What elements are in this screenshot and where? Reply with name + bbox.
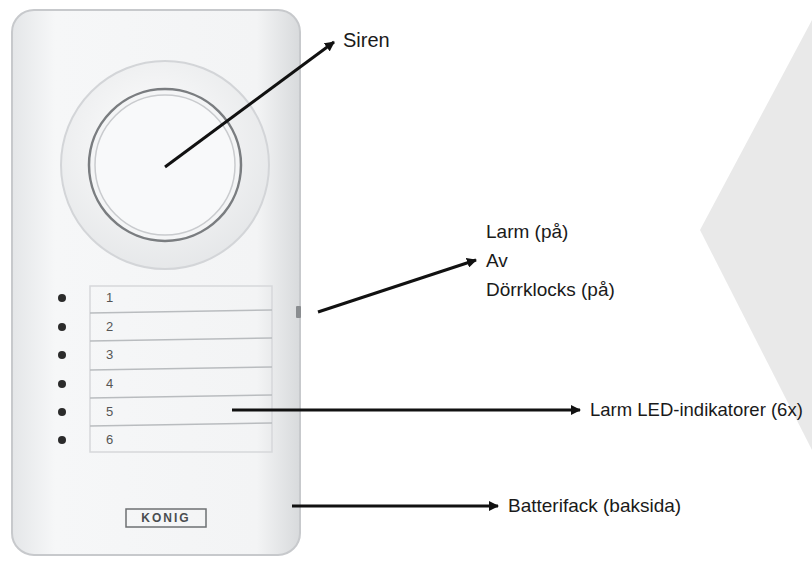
callout-label: Larm LED-indikatorer (6x) [590, 399, 803, 421]
housing [12, 10, 300, 555]
switch-position: Av [486, 250, 508, 273]
led-dots [58, 294, 66, 444]
siren-outer [61, 61, 269, 269]
led-number: 2 [106, 319, 113, 335]
led-number: 1 [106, 290, 113, 306]
led-number: 4 [106, 376, 113, 392]
switch-position: Larm (på) [486, 221, 568, 244]
led-number: 5 [106, 404, 113, 420]
siren-center [95, 95, 235, 235]
led-number: 3 [106, 347, 113, 363]
label-stripes [90, 286, 272, 452]
switch-position: Dörrklocks (på) [486, 279, 615, 302]
callout-label: Batterifack (baksida) [508, 495, 681, 518]
siren-ring [89, 89, 241, 241]
led-number: 6 [106, 432, 113, 448]
leader-lines [165, 42, 580, 506]
logo-frame [126, 509, 206, 527]
switch [296, 306, 301, 318]
callout-label: Siren [343, 28, 390, 52]
brand-logo: KONIG [141, 511, 190, 525]
background-shape [700, 20, 812, 450]
